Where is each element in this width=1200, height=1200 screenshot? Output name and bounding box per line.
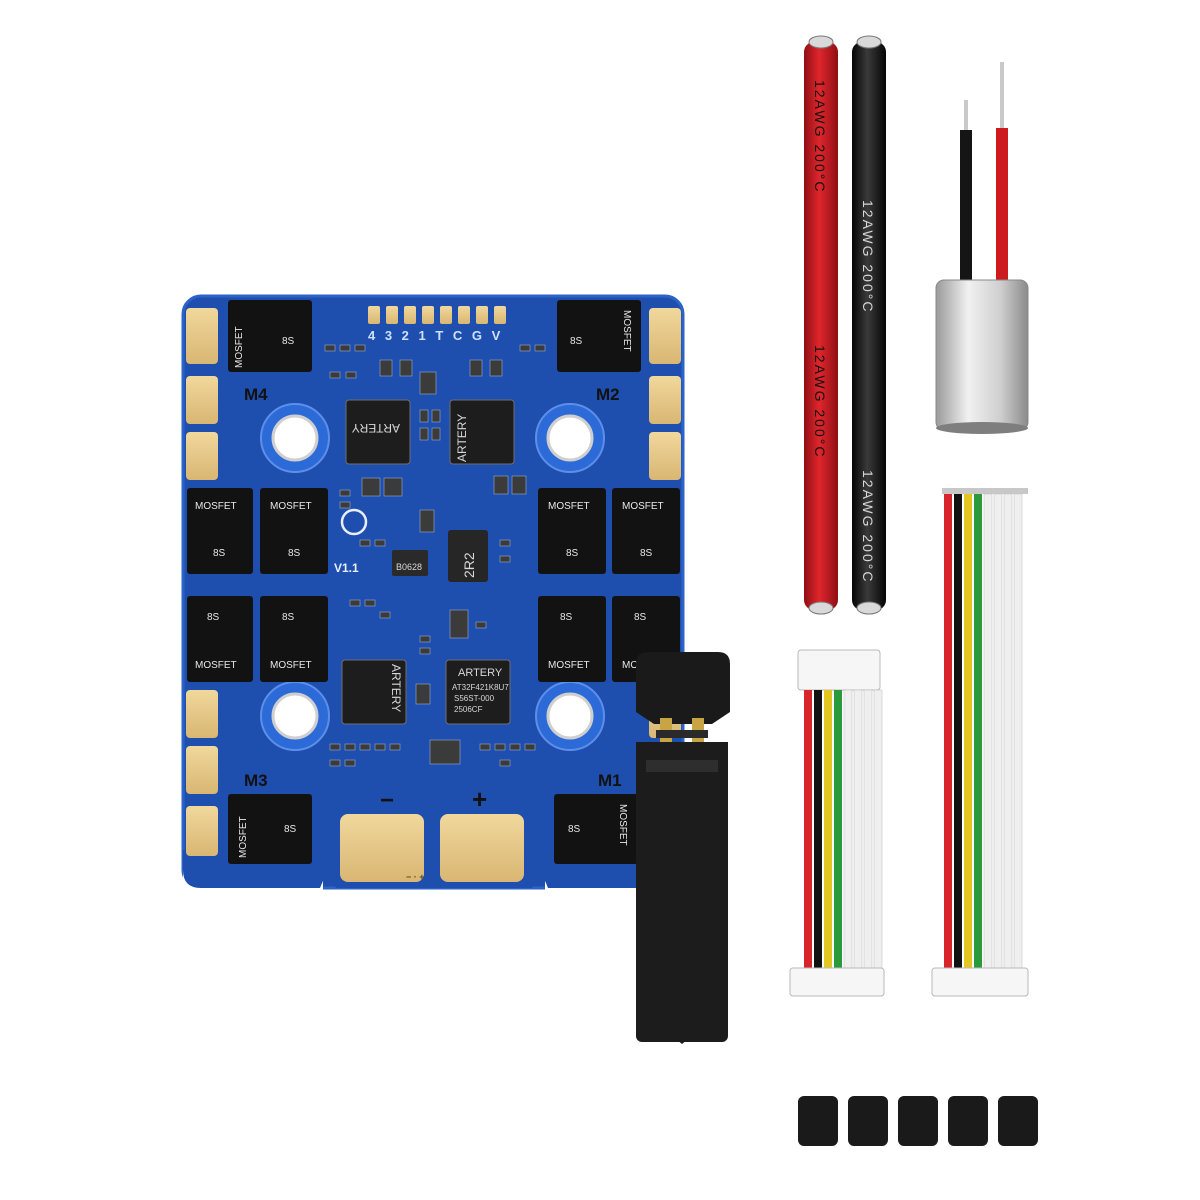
- mcu-chip-4: ARTERY AT32F421K8U7 S56ST-000 2506CF: [445, 659, 511, 725]
- svg-text:8S: 8S: [288, 548, 301, 559]
- jst-cable-long: [931, 488, 1029, 997]
- svg-text:8S: 8S: [282, 336, 295, 347]
- svg-text:MOSFET: MOSFET: [622, 501, 664, 512]
- mosfet-top-left: MOSFET 8S: [228, 300, 312, 372]
- svg-text:MOSFET: MOSFET: [238, 816, 249, 858]
- svg-text:12AWG 200°C: 12AWG 200°C: [812, 345, 828, 458]
- svg-text:8S: 8S: [282, 612, 295, 623]
- mosfet-top-right: MOSFET 8S: [557, 300, 641, 372]
- svg-text:MOSFET: MOSFET: [234, 326, 245, 368]
- svg-text:B0628: B0628: [396, 562, 422, 572]
- svg-text:12AWG 200°C: 12AWG 200°C: [860, 470, 876, 583]
- polarity-plus: +: [472, 784, 487, 814]
- svg-text:MOSFET: MOSFET: [621, 310, 632, 352]
- battery-pad-negative: [340, 814, 424, 882]
- smd-components: [324, 344, 546, 767]
- motor-label-m3: M3: [244, 771, 268, 790]
- svg-text:ARTERY: ARTERY: [455, 414, 469, 462]
- mounting-holes: [260, 403, 605, 751]
- mosfet-bottom-left: MOSFET 8S: [228, 794, 312, 864]
- svg-text:MOSFET: MOSFET: [270, 660, 312, 671]
- mosfet-left-4: 8S MOSFET: [260, 596, 328, 682]
- header-pin-labels: 4 3 2 1 T C G V: [368, 328, 503, 343]
- svg-text:AT32F421K8U7: AT32F421K8U7: [452, 683, 509, 692]
- mosfet-left-3: 8S MOSFET: [187, 596, 253, 682]
- esc-board: 4 3 2 1 T C G V M4 M2 M3 M1 V1.1 MOSFET …: [181, 294, 685, 890]
- regulator-ic: B0628: [392, 550, 428, 576]
- mosfet-left-2: MOSFET 8S: [260, 488, 328, 574]
- svg-text:S56ST-000: S56ST-000: [454, 694, 495, 703]
- svg-text:MOSFET: MOSFET: [195, 660, 237, 671]
- mosfet-right-2: MOSFET 8S: [612, 488, 680, 574]
- svg-text:2R2: 2R2: [461, 552, 477, 578]
- svg-text:MOSFET: MOSFET: [195, 501, 237, 512]
- motor-label-m4: M4: [244, 385, 268, 404]
- capacitor-icon: [935, 62, 1029, 434]
- black-power-wire: 12AWG 200°C 12AWG 200°C: [852, 35, 886, 615]
- svg-text:8S: 8S: [568, 824, 581, 835]
- jst-cable-short: [789, 649, 885, 997]
- inductor-2r2: 2R2: [448, 530, 488, 582]
- mosfet-right-1: MOSFET 8S: [538, 488, 606, 574]
- svg-text:12AWG 200°C: 12AWG 200°C: [860, 200, 876, 313]
- svg-text:8S: 8S: [570, 336, 583, 347]
- svg-text:MOSFET: MOSFET: [548, 501, 590, 512]
- signal-header-pads: [368, 306, 506, 324]
- battery-pad-positive: [440, 814, 524, 882]
- svg-text:ARTERY: ARTERY: [352, 421, 400, 435]
- svg-text:2506CF: 2506CF: [454, 705, 483, 714]
- mosfet-right-3: 8S MOSFET: [538, 596, 606, 682]
- xt60-connector-icon: [636, 652, 730, 1044]
- svg-text:MOSFET: MOSFET: [270, 501, 312, 512]
- mosfet-left-1: MOSFET 8S: [187, 488, 253, 574]
- svg-text:ARTERY: ARTERY: [389, 664, 403, 712]
- svg-text:8S: 8S: [566, 548, 579, 559]
- motor-label-m2: M2: [596, 385, 620, 404]
- svg-text:MOSFET: MOSFET: [617, 804, 628, 846]
- svg-text:MOSFET: MOSFET: [548, 660, 590, 671]
- mcu-chip-2: ARTERY: [449, 399, 515, 465]
- svg-text:8S: 8S: [560, 612, 573, 623]
- pad-polarity-hint: − · +: [406, 872, 425, 882]
- svg-text:8S: 8S: [284, 824, 297, 835]
- motor-label-m1: M1: [598, 771, 622, 790]
- rubber-grommet-icon: [798, 1096, 1038, 1146]
- svg-text:8S: 8S: [640, 548, 653, 559]
- version-label: V1.1: [334, 561, 359, 575]
- red-power-wire: 12AWG 200°C 12AWG 200°C: [804, 35, 838, 615]
- svg-text:8S: 8S: [634, 612, 647, 623]
- svg-text:8S: 8S: [213, 548, 226, 559]
- mosfet-bottom-right: MOSFET 8S: [554, 794, 638, 864]
- svg-text:8S: 8S: [207, 612, 220, 623]
- svg-text:12AWG 200°C: 12AWG 200°C: [812, 80, 828, 193]
- motor-pads-left: [186, 308, 218, 856]
- svg-text:ARTERY: ARTERY: [458, 667, 503, 679]
- mcu-chip-1: ARTERY: [345, 399, 411, 465]
- logo-mark: [340, 508, 368, 536]
- polarity-minus: −: [380, 787, 394, 814]
- mcu-chip-3: ARTERY: [341, 659, 407, 725]
